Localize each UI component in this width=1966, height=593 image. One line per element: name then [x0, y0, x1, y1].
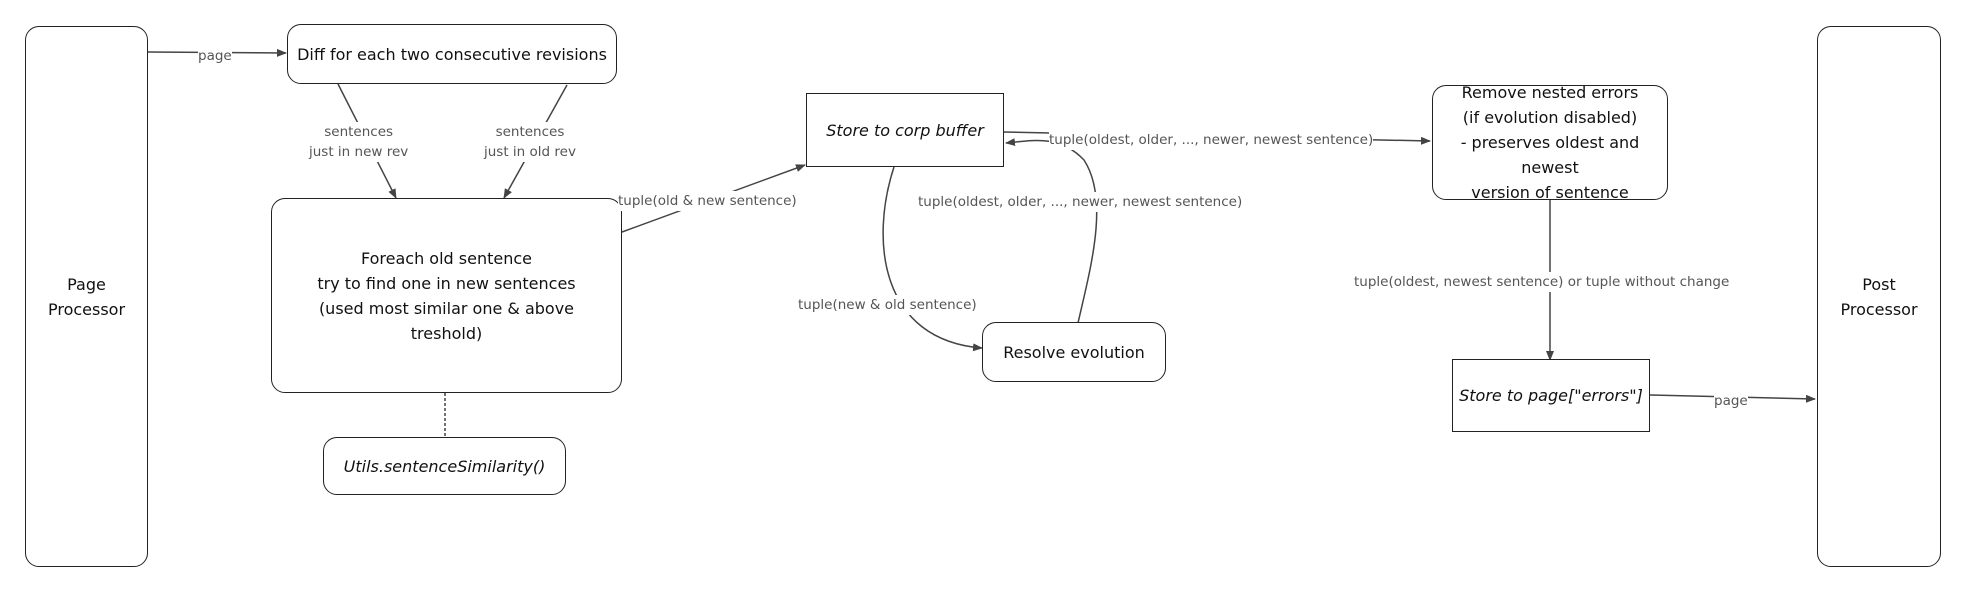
utils-label: Utils.sentenceSimilarity() — [343, 456, 546, 476]
edge-label-store-to-remove: tuple(oldest, older, ..., newer, newest … — [1049, 130, 1374, 150]
utils-node: Utils.sentenceSimilarity() — [323, 437, 566, 495]
store-page-node: Store to page["errors"] — [1452, 359, 1650, 432]
resolve-label: Resolve evolution — [1003, 342, 1145, 362]
store-page-label: Store to page["errors"] — [1459, 386, 1643, 405]
edge-label-page-in: page — [198, 46, 232, 66]
store-corp-node: Store to corp buffer — [806, 93, 1004, 167]
post-processor-label: Post Processor — [1840, 274, 1918, 319]
edge-label-new-rev: sentences just in new rev — [309, 122, 409, 162]
foreach-node: Foreach old sentence try to find one in … — [271, 198, 622, 393]
edge-label-page-out: page — [1714, 391, 1748, 411]
store-corp-label: Store to corp buffer — [826, 120, 984, 140]
post-processor-node: Post Processor — [1817, 26, 1941, 567]
remove-nested-label: Remove nested errors (if evolution disab… — [1460, 83, 1640, 202]
page-processor-node: Page Processor — [25, 26, 148, 567]
diff-node: Diff for each two consecutive revisions — [287, 24, 617, 84]
page-processor-label: Page Processor — [47, 274, 126, 319]
edge-label-old-rev: sentences just in old rev — [484, 122, 576, 162]
remove-nested-node: Remove nested errors (if evolution disab… — [1432, 83, 1668, 202]
edge-label-store-to-resolve: tuple(new & old sentence) — [798, 295, 977, 315]
edge-label-foreach-to-store: tuple(old & new sentence) — [618, 191, 797, 211]
foreach-label: Foreach old sentence try to find one in … — [317, 248, 576, 343]
edge-store-to-resolve — [882, 166, 983, 352]
edge-label-resolve-to-store: tuple(oldest, older, ..., newer, newest … — [918, 192, 1243, 212]
resolve-node: Resolve evolution — [982, 322, 1166, 382]
diff-label: Diff for each two consecutive revisions — [297, 44, 607, 64]
edge-label-remove-to-storepage: tuple(oldest, newest sentence) or tuple … — [1354, 272, 1730, 292]
edge-resolve-to-store — [1005, 138, 1098, 324]
